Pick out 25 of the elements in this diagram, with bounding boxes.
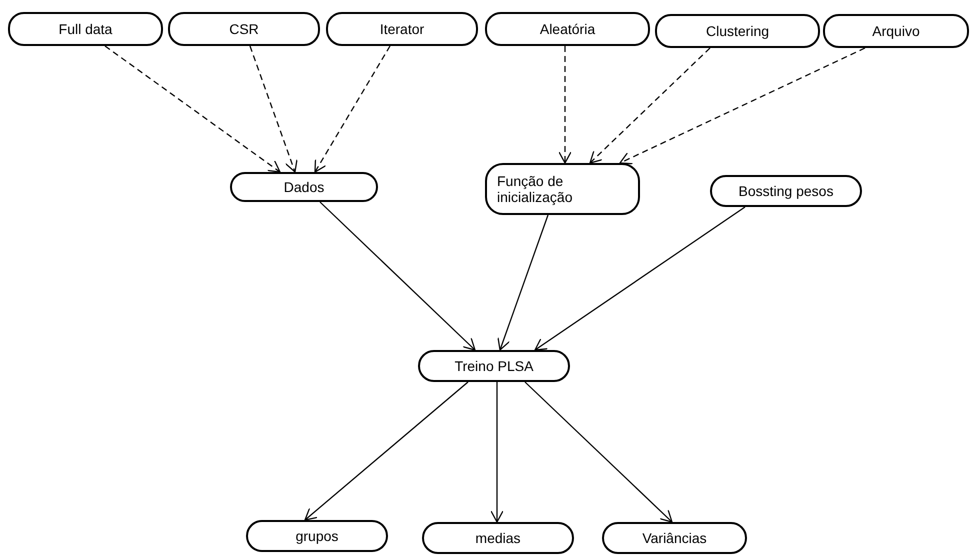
arrow xyxy=(304,382,468,521)
rounded-box: grupos xyxy=(246,520,388,552)
arrow xyxy=(497,214,549,351)
rounded-box: Dados xyxy=(230,172,378,202)
rounded-box: Bossting pesos xyxy=(710,175,862,207)
rounded-box: Aleatória xyxy=(485,12,650,46)
arrow xyxy=(490,382,504,523)
arrow xyxy=(619,47,866,164)
rounded-box: Variâncias xyxy=(602,522,747,554)
rounded-box: Iterator xyxy=(326,12,478,46)
rounded-box: Full data xyxy=(8,12,163,46)
rounded-box: medias xyxy=(422,522,574,554)
rounded-box: Clustering xyxy=(655,14,820,48)
rounded-box: Arquivo xyxy=(823,14,969,48)
rounded-box: Função de inicialização xyxy=(485,163,640,215)
arrow xyxy=(558,46,572,164)
rounded-box: CSR xyxy=(168,12,320,46)
arrow xyxy=(320,202,476,351)
arrow xyxy=(104,46,281,173)
arrow xyxy=(589,48,710,164)
arrow xyxy=(534,206,746,351)
arrow xyxy=(249,46,298,173)
arrow xyxy=(524,382,673,523)
arrow xyxy=(314,46,391,173)
rounded-box: Treino PLSA xyxy=(418,350,570,382)
